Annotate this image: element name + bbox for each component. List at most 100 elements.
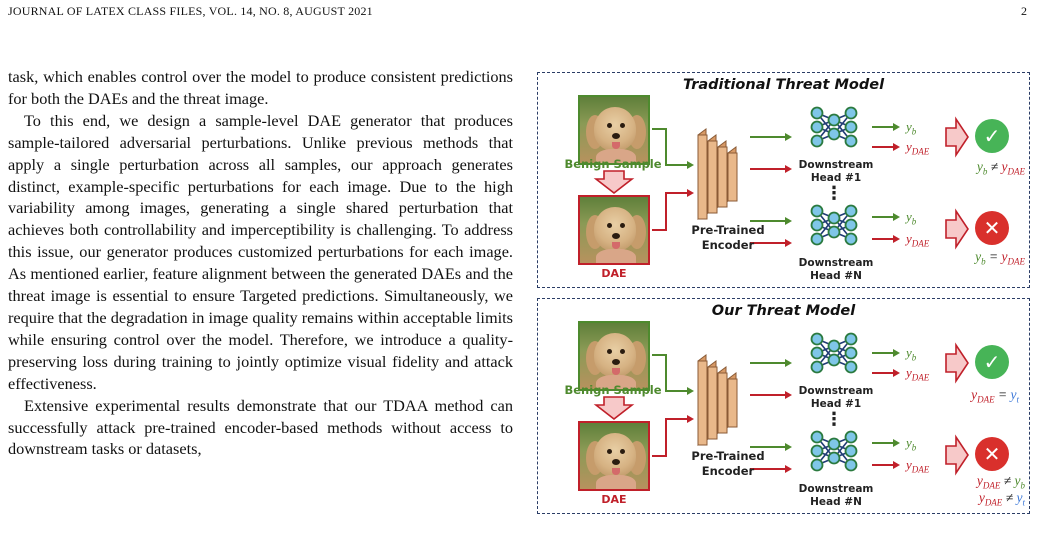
head1-out-dae-arrow-head bbox=[893, 369, 900, 377]
network-node bbox=[844, 430, 858, 444]
dog-eye bbox=[607, 449, 612, 454]
dog-eye bbox=[620, 123, 625, 128]
dae-to-headN-arrow-head bbox=[785, 239, 792, 247]
head-1-label: Downstream Head #1 bbox=[798, 385, 874, 410]
network-node bbox=[844, 332, 858, 346]
encoder-label: Pre-Trained Encoder bbox=[691, 449, 765, 478]
panel-title: Our Threat Model bbox=[711, 303, 856, 319]
network-node bbox=[827, 127, 841, 141]
head1-out-b-arrow-head bbox=[893, 349, 900, 357]
output-yb: yb bbox=[906, 435, 917, 453]
benign-path-head bbox=[687, 161, 694, 169]
dae-path bbox=[652, 192, 688, 231]
panel-title: Traditional Threat Model bbox=[682, 77, 885, 93]
network-node bbox=[810, 232, 824, 246]
dog-nose bbox=[612, 133, 620, 139]
dog-tongue bbox=[612, 368, 620, 375]
network-node bbox=[844, 458, 858, 472]
headN-out-b-arrow-head bbox=[893, 213, 900, 221]
encoder-layer bbox=[727, 378, 738, 428]
dog-eye bbox=[607, 223, 612, 228]
benign-path-head bbox=[687, 387, 694, 395]
result-relation-top: yDAE = yt bbox=[971, 387, 1019, 405]
network-node bbox=[810, 444, 824, 458]
paragraph-3: Extensive experimental results demonstra… bbox=[8, 395, 513, 459]
encoder-label: Pre-Trained Encoder bbox=[691, 223, 765, 252]
result-arrow-top bbox=[945, 116, 969, 158]
head1-out-b-arrow-head bbox=[893, 123, 900, 131]
dog-tongue bbox=[612, 468, 620, 475]
dae-label: DAE bbox=[601, 267, 627, 280]
dog-nose bbox=[612, 459, 620, 465]
rel-term: yDAE bbox=[971, 387, 995, 405]
paragraph-2: To this end, we design a sample-level DA… bbox=[8, 110, 513, 393]
encoder-layer bbox=[707, 140, 718, 214]
network-node bbox=[810, 134, 824, 148]
network-node bbox=[844, 232, 858, 246]
headN-out-b-arrow-head bbox=[893, 439, 900, 447]
headN-out-dae-arrow-head bbox=[893, 461, 900, 469]
dog-tongue bbox=[612, 142, 620, 149]
benign-path bbox=[652, 354, 688, 392]
dog-eye bbox=[620, 349, 625, 354]
hand bbox=[596, 249, 636, 263]
network-node bbox=[810, 346, 824, 360]
output-yb: yb bbox=[906, 345, 917, 363]
dae-image bbox=[578, 421, 650, 491]
network-node bbox=[810, 106, 824, 120]
network-node bbox=[844, 360, 858, 374]
hand bbox=[596, 375, 636, 389]
benign-sample-label: Benign Sample bbox=[564, 383, 662, 397]
generation-arrow bbox=[593, 396, 635, 421]
benign-to-headN-arrow-head bbox=[785, 443, 792, 451]
output-yb: yb bbox=[906, 119, 917, 137]
dog-nose bbox=[612, 233, 620, 239]
body-text: task, which enables control over the mod… bbox=[8, 66, 513, 460]
ellipsis: ⋮ bbox=[825, 409, 843, 430]
network-node bbox=[827, 353, 841, 367]
dae-label: DAE bbox=[601, 493, 627, 506]
downstream-head-n-network bbox=[810, 430, 858, 472]
output-ydae: yDAE bbox=[906, 457, 930, 475]
rel-term: yb bbox=[1014, 473, 1026, 491]
network-node bbox=[827, 339, 841, 353]
encoder-layer bbox=[717, 146, 728, 208]
dae-image bbox=[578, 195, 650, 265]
rel-term: yDAE bbox=[978, 490, 1003, 508]
network-node bbox=[827, 437, 841, 451]
success-check-icon: ✓ bbox=[975, 345, 1009, 379]
hand bbox=[596, 149, 636, 163]
encoder-layer bbox=[697, 134, 708, 220]
fail-cross-icon: ✕ bbox=[975, 437, 1009, 471]
network-node bbox=[844, 204, 858, 218]
downstream-head-1-network bbox=[810, 106, 858, 148]
downstream-head-1-network bbox=[810, 332, 858, 374]
network-node bbox=[844, 346, 858, 360]
dog-tongue bbox=[612, 242, 620, 249]
dae-path-head bbox=[687, 189, 694, 197]
running-header: JOURNAL OF LATEX CLASS FILES, VOL. 14, N… bbox=[8, 4, 373, 18]
encoder-layer bbox=[727, 152, 738, 202]
page-number: 2 bbox=[1021, 4, 1027, 18]
output-yb: yb bbox=[906, 209, 917, 227]
network-node bbox=[844, 218, 858, 232]
dae-to-head1-arrow-head bbox=[785, 165, 792, 173]
network-node bbox=[844, 106, 858, 120]
network-node bbox=[827, 451, 841, 465]
dae-to-head1-arrow-head bbox=[785, 391, 792, 399]
network-node bbox=[844, 120, 858, 134]
paragraph-1: task, which enables control over the mod… bbox=[8, 67, 513, 108]
benign-path bbox=[652, 128, 688, 166]
encoder-layer bbox=[707, 366, 718, 440]
result-arrow-top bbox=[945, 342, 969, 384]
dae-path bbox=[652, 418, 688, 457]
network-node bbox=[810, 332, 824, 346]
success-check-icon: ✓ bbox=[975, 119, 1009, 153]
benign-sample-label: Benign Sample bbox=[564, 157, 662, 171]
result-relation-bottom-2: yDAE ≠ yt bbox=[978, 490, 1025, 508]
headN-out-dae-arrow-head bbox=[893, 235, 900, 243]
network-node bbox=[810, 458, 824, 472]
encoder-layer bbox=[697, 360, 708, 446]
